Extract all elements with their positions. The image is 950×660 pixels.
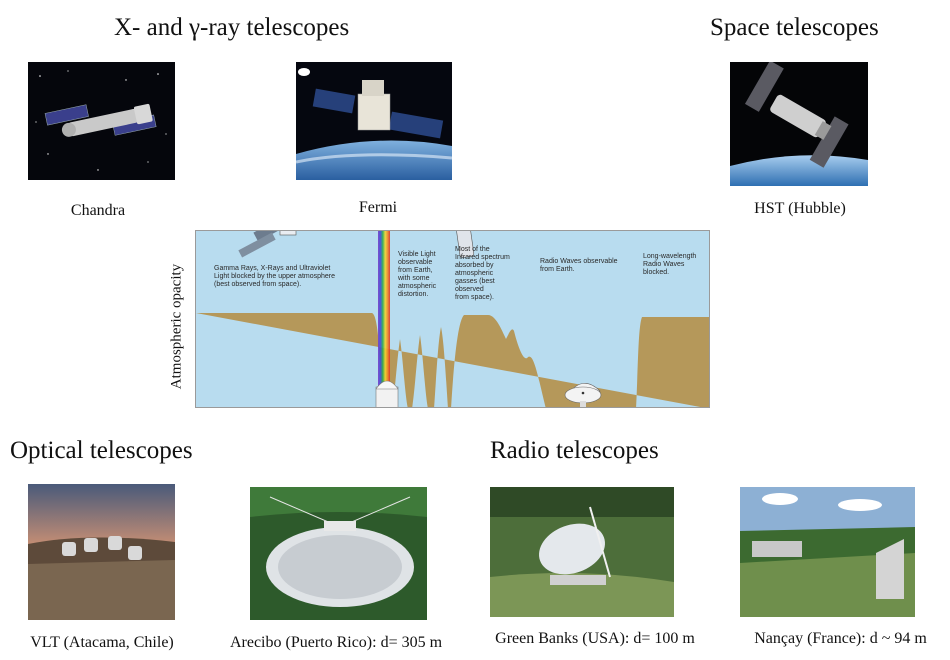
vlt-photo: [28, 484, 175, 620]
visible-light-band: [378, 231, 390, 407]
chandra-photo: [28, 62, 175, 180]
opacity-curve: [196, 313, 709, 407]
heading-optical-telescopes: Optical telescopes: [10, 437, 193, 464]
radio-dish-icon: [564, 383, 602, 407]
caption-chandra: Chandra: [70, 202, 126, 219]
note-visible-light: Visible Light observable from Earth, wit…: [398, 251, 437, 298]
arecibo-photo: [250, 487, 427, 620]
hst-photo: [730, 62, 868, 186]
diagram-ylabel: Atmospheric opacity: [168, 263, 185, 390]
note-long-wavelength: Long-wavelength Radio Waves blocked.: [643, 253, 697, 276]
note-radio-observable: Radio Waves observable from Earth.: [540, 258, 618, 273]
atmospheric-opacity-diagram: [195, 230, 710, 408]
caption-vlt: VLT (Atacama, Chile): [30, 634, 174, 651]
caption-hst: HST (Hubble): [754, 200, 846, 217]
note-infrared: Most of the Infrared spectrum absorbed b…: [455, 246, 510, 301]
optical-observatory-icon: [375, 380, 399, 407]
greenbanks-photo: [490, 487, 674, 617]
caption-greenbanks: Green Banks (USA): d= 100 m: [495, 630, 695, 647]
infrared-telescope-icon: [455, 231, 475, 258]
nancay-photo: [740, 487, 915, 617]
caption-arecibo: Arecibo (Puerto Rico): d= 305 m: [229, 634, 443, 651]
fermi-photo: [296, 62, 452, 180]
note-gamma-xray-uv: Gamma Rays, X-Rays and Ultraviolet Light…: [214, 265, 336, 288]
heading-space-telescopes: Space telescopes: [710, 14, 879, 41]
satellite-icon: [238, 231, 297, 258]
heading-xgamma-telescopes: X- and γ-ray telescopes: [114, 14, 350, 41]
heading-radio-telescopes: Radio telescopes: [490, 437, 659, 464]
caption-fermi: Fermi: [358, 199, 398, 216]
caption-nancay: Nançay (France): d ~ 94 m: [754, 630, 927, 647]
